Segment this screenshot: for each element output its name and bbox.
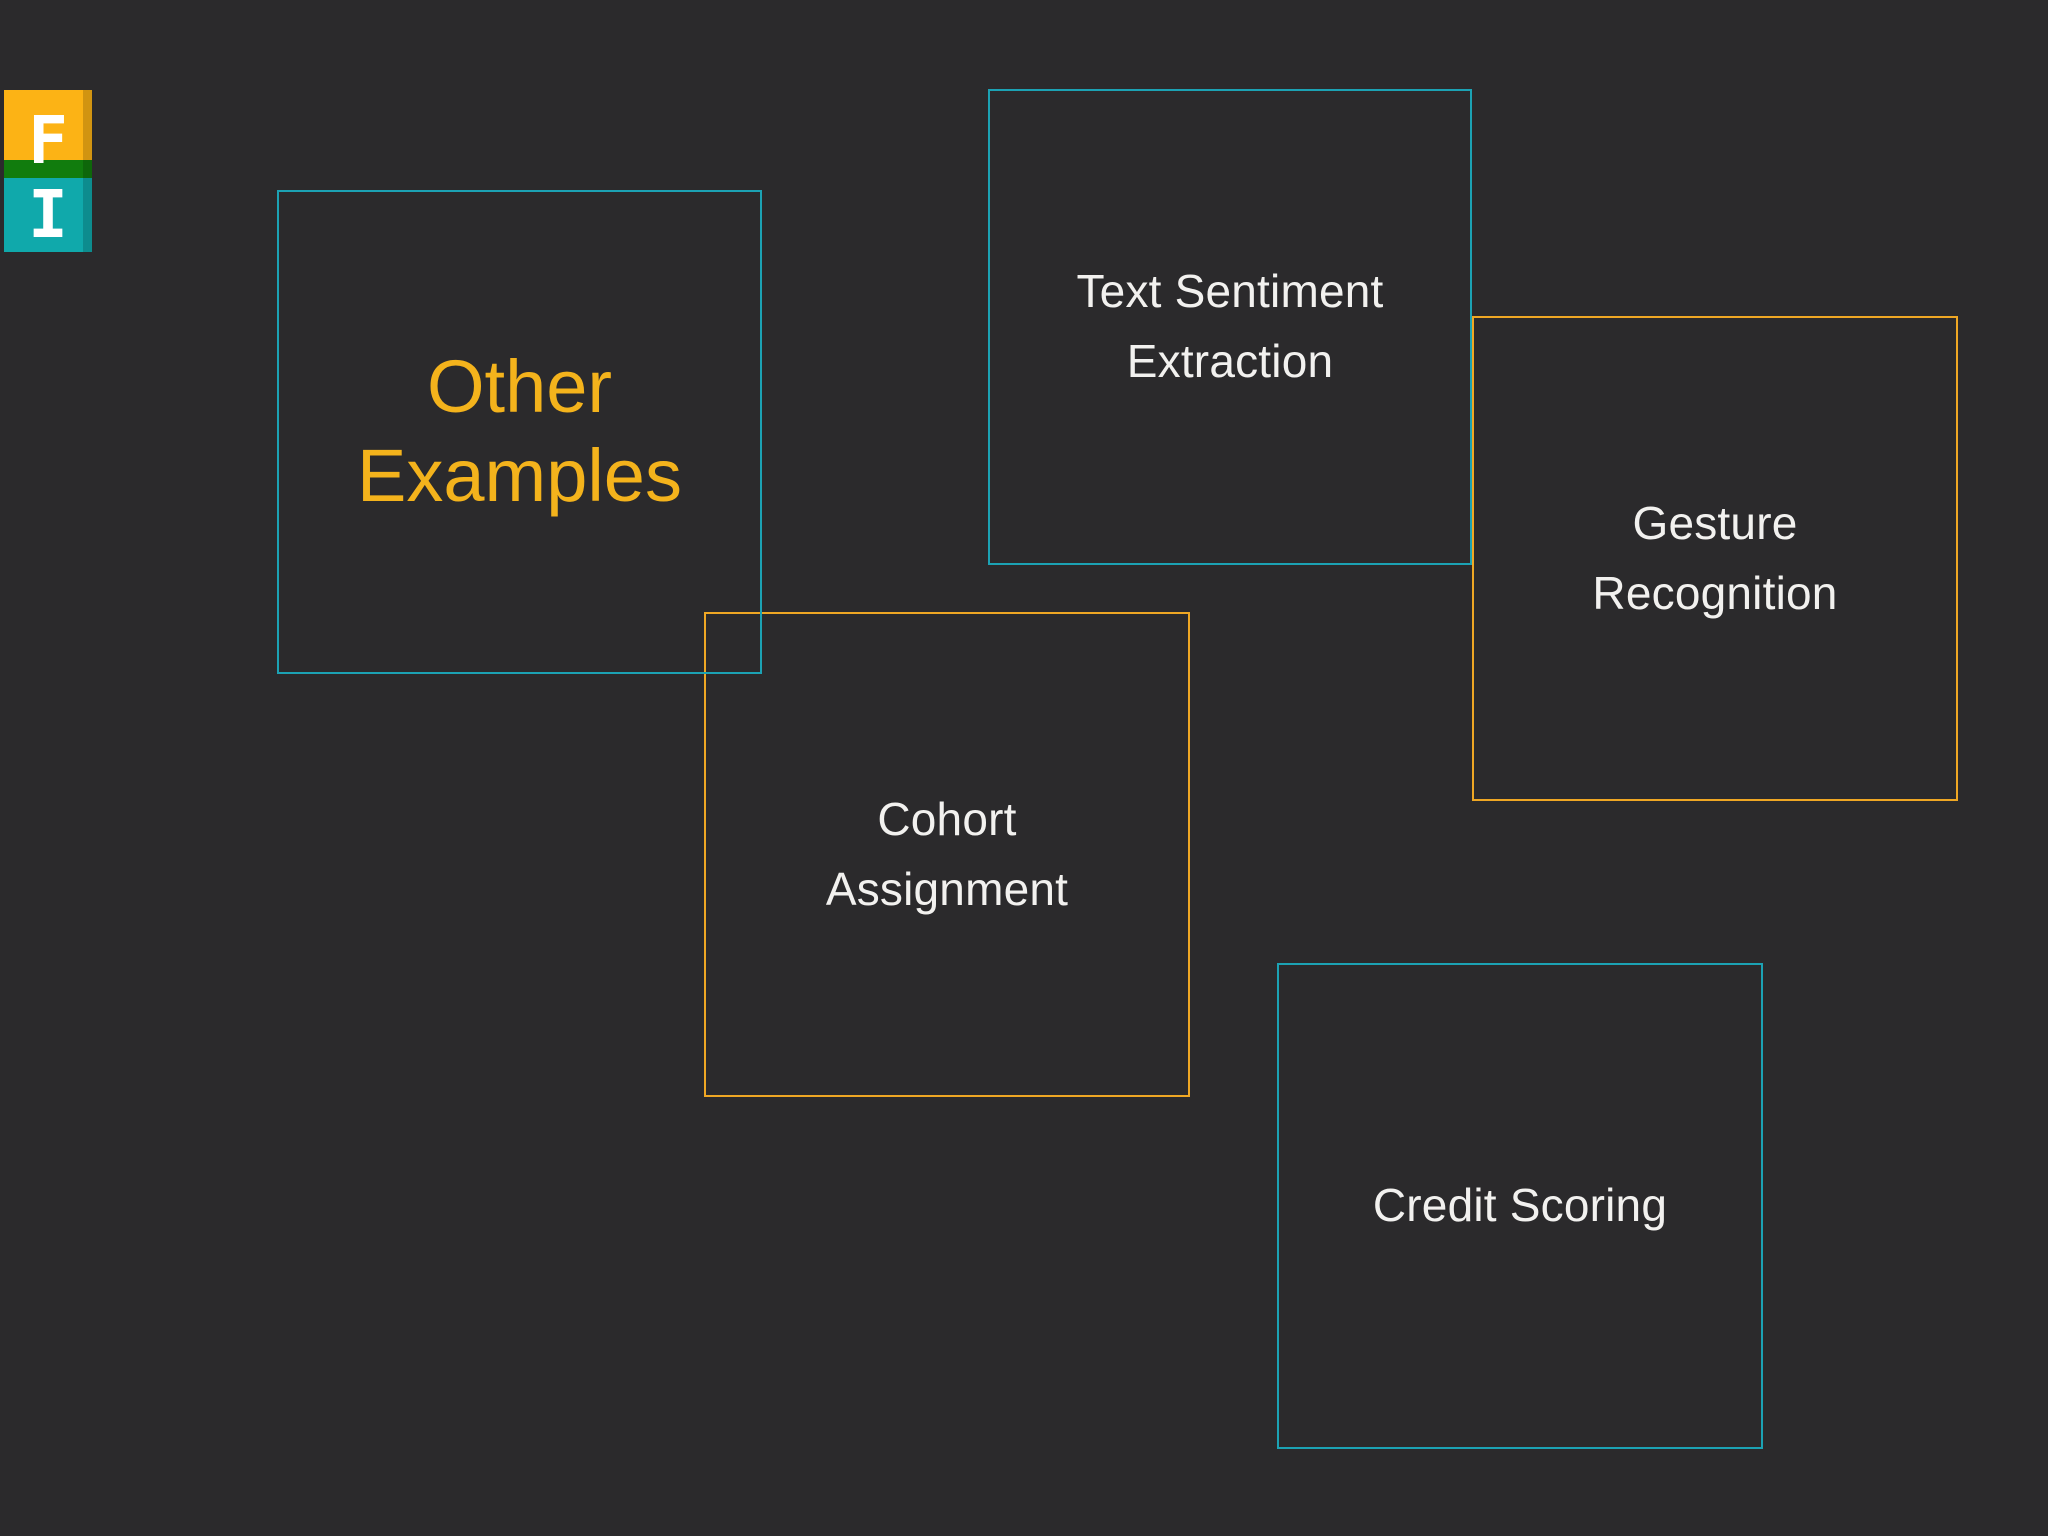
card-label-line: Gesture [1632,496,1798,549]
slide-title-line: Other [426,345,613,429]
logo-fold-shadow [83,90,92,252]
slide-title: Other Examples [357,343,682,521]
card-label: Cohort Assignment [826,785,1068,925]
company-logo: F I [4,90,92,252]
card-label-line: Recognition [1592,566,1838,619]
logo-letter-i: I [28,176,68,253]
card-cohort-assignment: Cohort Assignment [704,612,1190,1097]
card-label: Credit Scoring [1373,1171,1667,1241]
card-other-examples: Other Examples [277,190,762,674]
card-label-line: Credit Scoring [1372,1179,1668,1232]
card-gesture-recognition: Gesture Recognition [1472,316,1958,801]
logo-bottom-block: I [4,178,92,252]
logo-top-block: F [4,90,92,174]
card-label: Text Sentiment Extraction [1076,257,1383,397]
card-text-sentiment-extraction: Text Sentiment Extraction [988,89,1472,565]
card-credit-scoring: Credit Scoring [1277,963,1763,1449]
logo-letter-f: F [28,102,68,179]
card-label-line: Assignment [825,862,1069,915]
card-label: Gesture Recognition [1592,489,1837,629]
logo-divider-stripe [4,160,92,178]
card-label-line: Cohort [877,792,1017,845]
slide-title-line: Examples [357,434,682,517]
card-label-line: Extraction [1126,335,1334,387]
card-label-line: Text Sentiment [1076,265,1384,318]
